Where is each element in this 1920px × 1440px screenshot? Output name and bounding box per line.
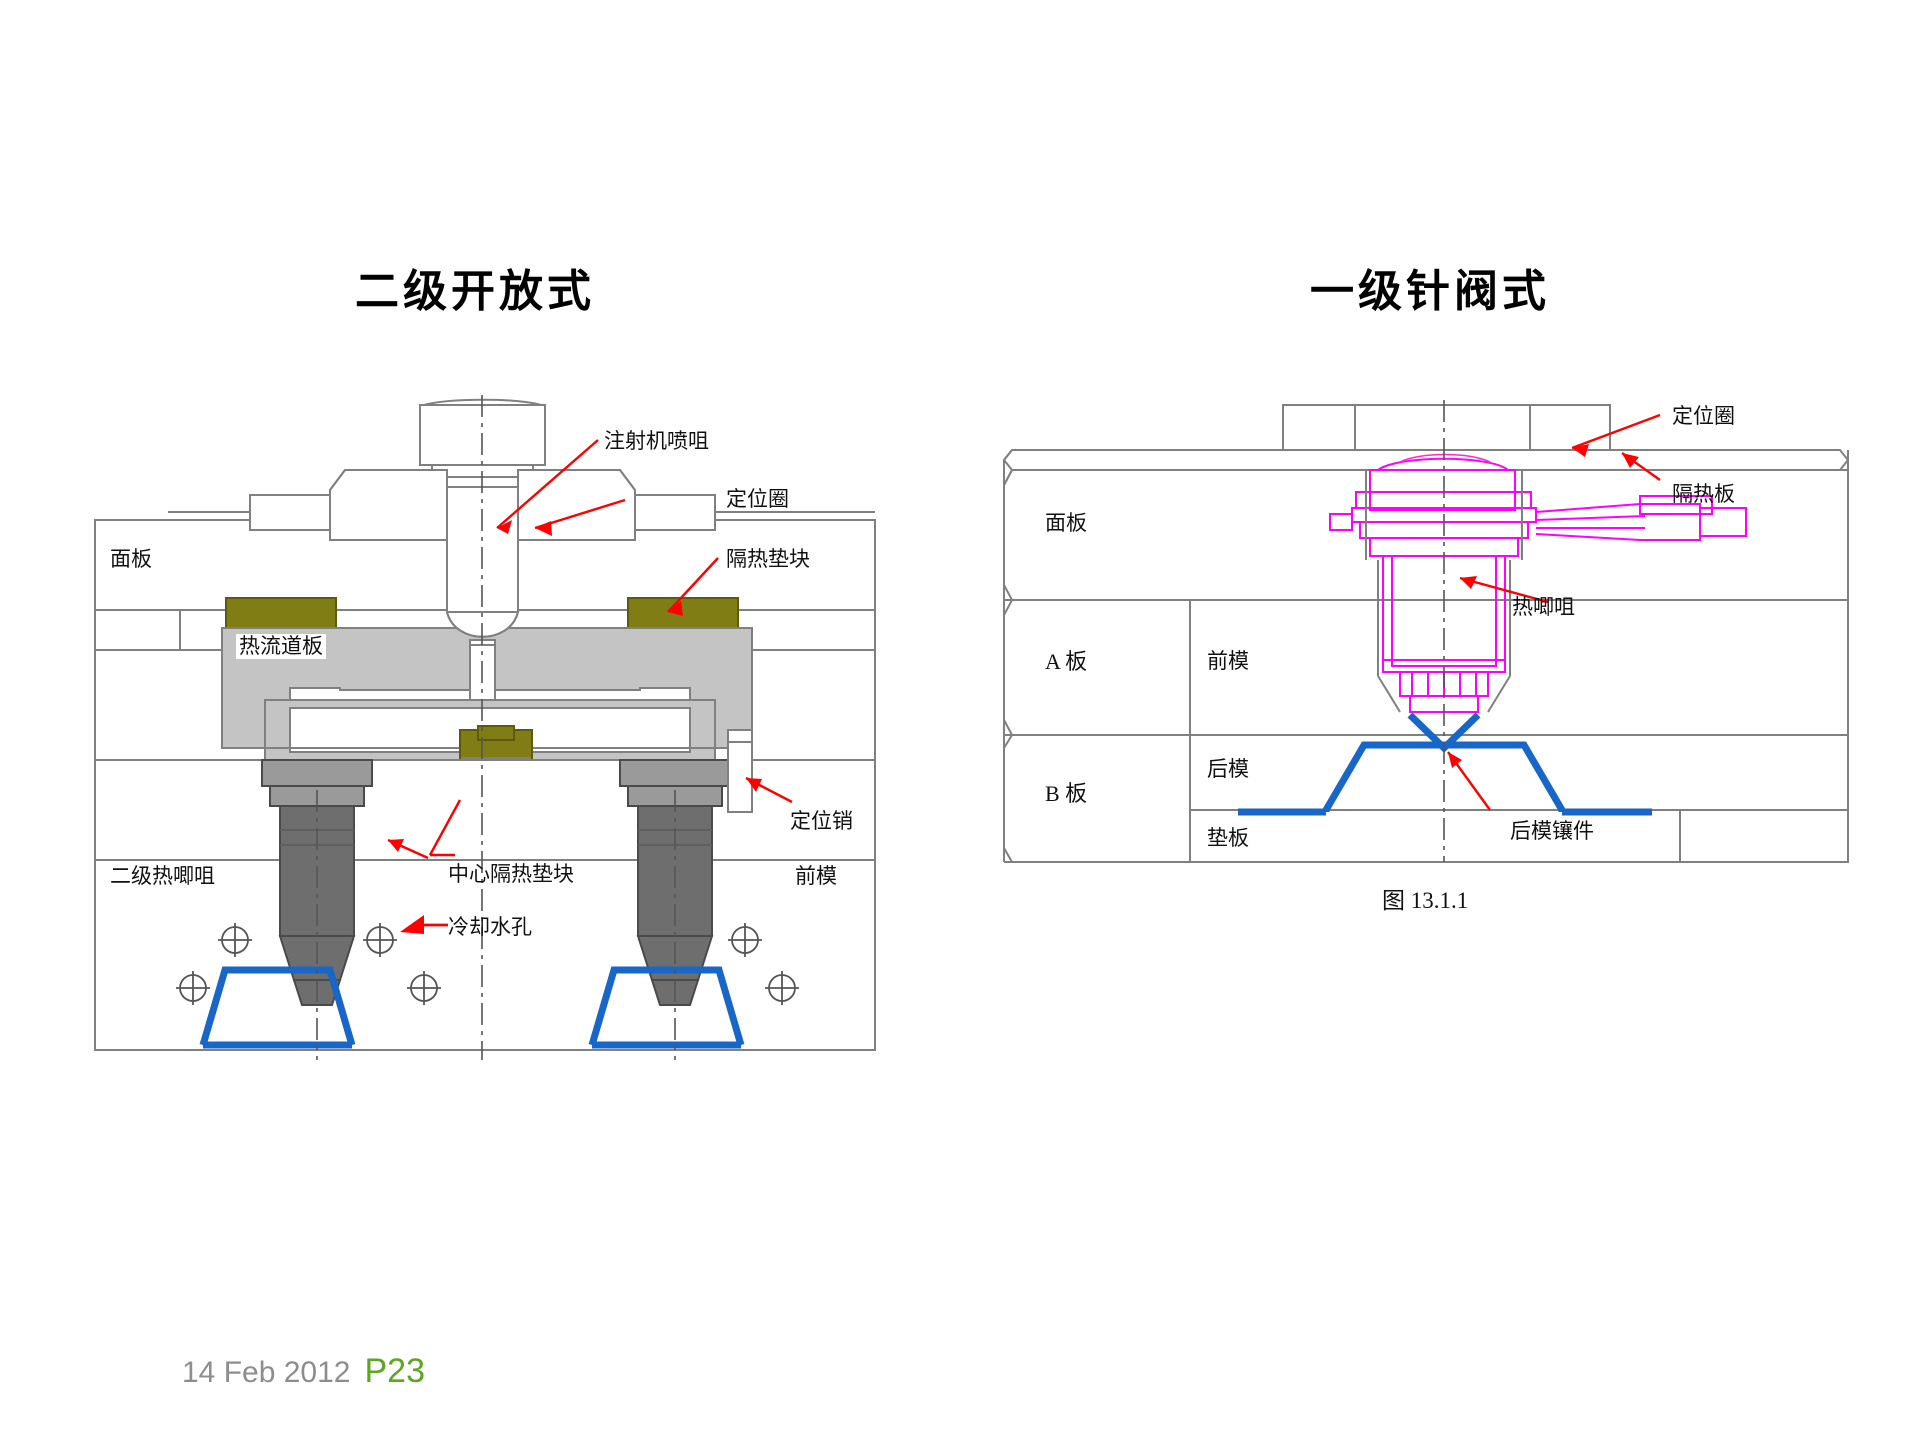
right-diagram-leaders [1447,413,1661,811]
label-front-mold-left: 前模 [795,864,837,888]
right-diagram-title: 一级针阀式 [1310,267,1550,316]
part-outline-right [588,966,745,1046]
label-locating-ring-right: 定位圈 [1672,404,1735,428]
label-center-insulation-block: 中心隔热垫块 [448,862,574,886]
label-rear-mold: 后模 [1207,757,1249,781]
label-a-plate: A 板 [1045,649,1088,674]
insulation-pad-left [225,597,337,631]
label-face-plate-right: 面板 [1045,511,1087,535]
label-rear-mold-insert: 后模镶件 [1510,819,1594,843]
label-insulation-plate: 隔热板 [1672,482,1735,506]
label-locating-ring-left: 定位圈 [726,487,789,511]
footer-page-number: P23 [364,1352,425,1390]
left-diagram-leaders [387,439,793,934]
label-front-mold-right: 前模 [1207,649,1249,673]
insulation-pad-right [627,597,739,631]
label-b-plate: B 板 [1045,781,1088,806]
label-cooling-water-hole: 冷却水孔 [448,915,532,939]
label-hot-nozzle: 热唧咀 [1512,595,1575,619]
label-locating-pin: 定位销 [790,809,853,833]
label-insulation-block: 隔热垫块 [726,547,810,571]
part-outline-left [199,966,356,1046]
label-secondary-hot-nozzle: 二级热唧咀 [110,864,215,888]
label-hot-runner-plate: 热流道板 [236,634,326,660]
footer-date: 14 Feb 2012 [182,1356,351,1389]
cooling-water-holes [176,923,799,1005]
label-face-plate-left: 面板 [110,547,152,571]
left-diagram-title: 二级开放式 [355,267,595,316]
label-cushion-plate: 垫板 [1207,826,1249,850]
figure-caption: 图 13.1.1 [1382,888,1469,913]
slide-footer: 14 Feb 2012 P23 [182,1352,425,1391]
locating-pin-shape [727,729,753,813]
label-injection-nozzle: 注射机喷咀 [604,429,709,453]
